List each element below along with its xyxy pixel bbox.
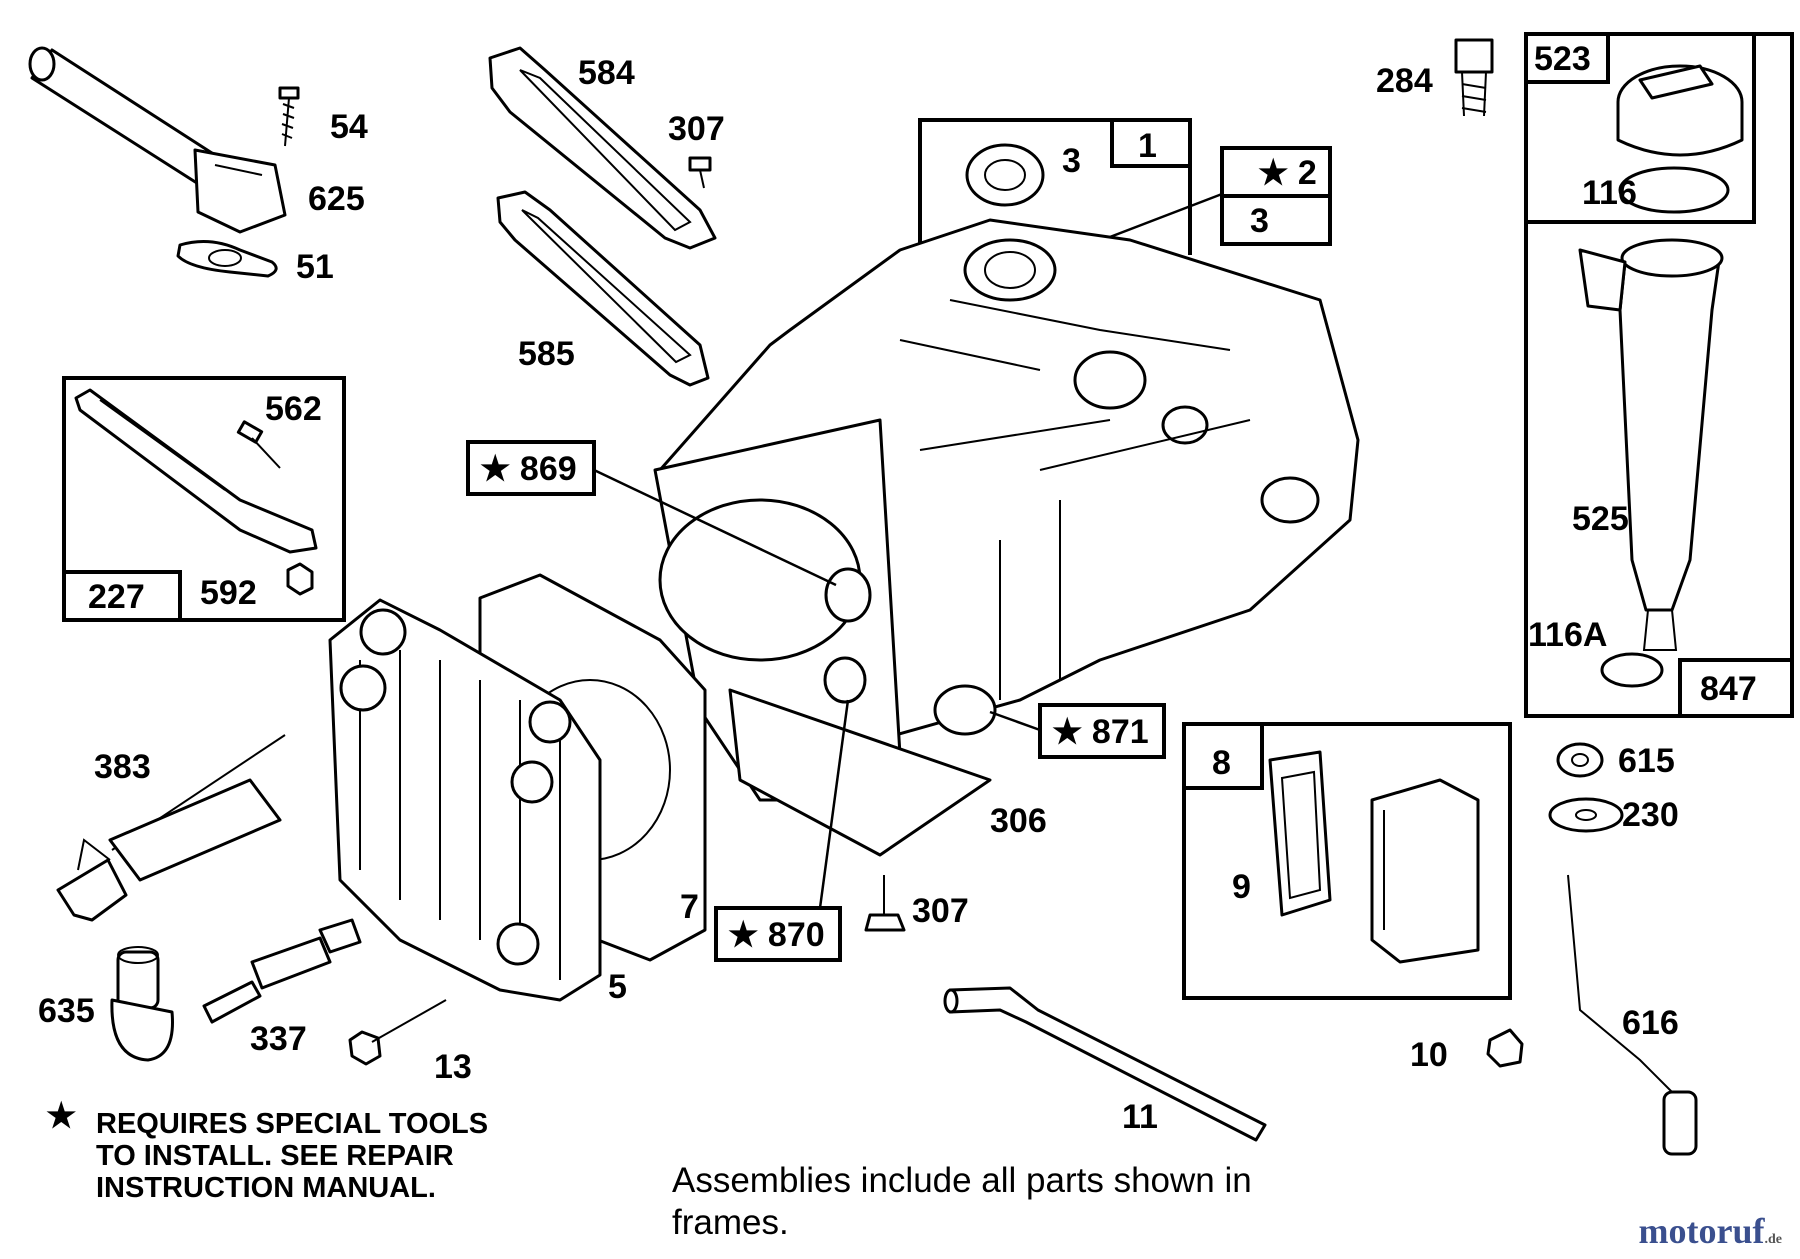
cylinder-head-5-part — [328, 598, 602, 1002]
control-bracket-562-part — [74, 388, 318, 554]
frame-1-box — [1110, 118, 1192, 168]
frame-227-box — [62, 570, 182, 622]
watermark-logo: motoruf.de — [1639, 1210, 1782, 1252]
part-label-3-top: 3 — [1062, 142, 1081, 180]
part-label-869: ★ 869 — [480, 450, 577, 488]
frame-523-box — [1524, 32, 1610, 84]
screw-10-part — [1486, 1028, 1524, 1068]
part-label-585: 585 — [518, 335, 575, 373]
part-label-8: 8 — [1212, 744, 1231, 782]
frame-3-box — [1220, 194, 1332, 246]
part-label-615: 615 — [1618, 742, 1675, 780]
bolt-13-part — [348, 999, 447, 1066]
footnote-line-1: Assemblies include all parts shown in — [672, 1161, 1252, 1200]
part-label-13: 13 — [434, 1048, 472, 1086]
frame-523 — [1524, 32, 1756, 224]
leader-871 — [989, 710, 1041, 732]
assemblies-footnote: Assemblies include all parts shown in fr… — [672, 1160, 1372, 1244]
frame-870 — [714, 906, 842, 962]
note-line-1: REQUIRES SPECIAL TOOLS — [96, 1108, 489, 1140]
part-label-337: 337 — [250, 1020, 307, 1058]
fill-tube-525-part — [1578, 238, 1724, 651]
gasket-585-part — [496, 190, 710, 387]
part-label-116a: 116A — [1528, 616, 1607, 654]
o-ring-116a-part — [1600, 652, 1664, 688]
spark-plug-boot-635-part — [110, 946, 174, 1062]
part-label-51: 51 — [296, 248, 334, 286]
frame-847-box — [1678, 658, 1794, 718]
leader-870 — [818, 699, 850, 909]
part-label-306: 306 — [990, 802, 1047, 840]
brand-suffix: .de — [1764, 1232, 1783, 1247]
part-label-562: 562 — [265, 390, 322, 428]
cover-9-part — [1370, 778, 1480, 964]
frame-227 — [62, 376, 346, 622]
part-label-54: 54 — [330, 108, 368, 146]
gasket-51-part — [176, 239, 278, 278]
nut-592-part — [286, 562, 314, 596]
star-icon: ★ — [46, 1097, 77, 1135]
part-label-525: 525 — [1572, 500, 1629, 538]
frame-871 — [1038, 703, 1166, 759]
o-ring-116-part — [1618, 166, 1730, 214]
part-label-847: 847 — [1700, 670, 1757, 708]
bolt-54-part — [278, 86, 300, 147]
part-label-7: 7 — [680, 888, 699, 926]
part-label-616: 616 — [1622, 1004, 1679, 1042]
plug-284-part — [1454, 38, 1494, 117]
seal-3-part — [965, 143, 1045, 207]
note-line-2: TO INSTALL. SEE REPAIR — [96, 1140, 454, 1172]
frame-8-box — [1182, 722, 1264, 790]
part-label-10: 10 — [1410, 1036, 1448, 1074]
part-label-307-lower: 307 — [912, 892, 969, 930]
spark-plug-337-part — [202, 918, 362, 1024]
part-label-307-top: 307 — [668, 110, 725, 148]
part-label-870: ★ 870 — [728, 916, 825, 954]
part-label-116: 116 — [1582, 174, 1637, 212]
washer-230-part — [1548, 797, 1624, 833]
screw-307-lower-part — [864, 875, 906, 932]
frame-869 — [466, 440, 596, 496]
special-tools-note: ★ REQUIRES SPECIAL TOOLS TO INSTALL. SEE… — [46, 1099, 489, 1204]
part-label-383: 383 — [94, 748, 151, 786]
frame-8 — [1182, 722, 1512, 1000]
part-label-584: 584 — [578, 54, 635, 92]
frame-1 — [918, 118, 1192, 260]
part-label-592: 592 — [200, 574, 257, 612]
part-label-3-box: 3 — [1250, 202, 1269, 240]
part-label-871: ★ 871 — [1052, 713, 1149, 751]
tube-11-part — [943, 986, 1267, 1142]
gasket-9-part — [1268, 750, 1332, 917]
gasket-306-part — [728, 688, 992, 857]
leader-869 — [593, 468, 837, 587]
footnote-line-2: frames. — [672, 1203, 789, 1242]
screw-307-part — [688, 156, 712, 189]
part-label-227: 227 — [88, 578, 145, 616]
cover-584-part — [488, 46, 717, 250]
note-line-3: INSTRUCTION MANUAL. — [96, 1172, 436, 1204]
part-label-284: 284 — [1376, 62, 1433, 100]
breather-tube-part — [28, 46, 287, 234]
part-label-9: 9 — [1232, 868, 1251, 906]
part-label-11: 11 — [1122, 1098, 1158, 1136]
cylinder-block-part — [653, 218, 1360, 802]
part-label-230: 230 — [1622, 796, 1679, 834]
part-label-635: 635 — [38, 992, 95, 1030]
part-label-2: ★ 2 — [1258, 154, 1317, 192]
dipstick-cap-523-part — [1616, 64, 1744, 157]
retainer-615-part — [1556, 742, 1604, 778]
part-label-5: 5 — [608, 968, 627, 1006]
part-label-625: 625 — [308, 180, 365, 218]
wrench-383-part — [56, 734, 286, 922]
part-label-523: 523 — [1534, 40, 1591, 78]
part-label-1: 1 — [1138, 127, 1157, 165]
brand-name: motoruf — [1638, 1211, 1765, 1251]
governor-link-616-part — [1567, 874, 1698, 1156]
